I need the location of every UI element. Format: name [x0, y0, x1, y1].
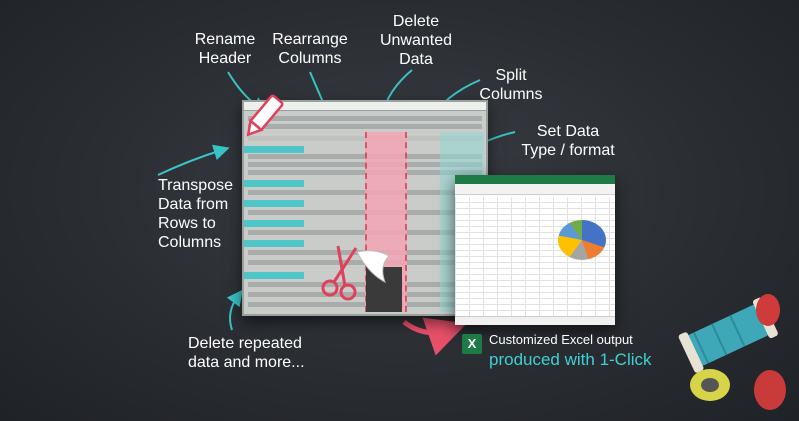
terminal-highlight-row [244, 220, 304, 227]
label-transpose-data: Transpose Data from Rows to Columns [158, 177, 233, 251]
terminal-row [248, 116, 482, 121]
label-rearrange-columns: Rearrange Columns [272, 31, 348, 67]
label-rename-header: Rename Header [194, 31, 256, 67]
peel-corner-icon [356, 250, 390, 284]
excel-titlebar [455, 175, 615, 184]
label-delete-repeated: Delete repeated data and more... [188, 335, 305, 371]
excel-ribbon [455, 184, 615, 195]
label-split-columns: Split Columns [479, 67, 543, 103]
cut-out-block [366, 267, 402, 312]
terminal-highlight-row [244, 200, 304, 207]
terminal-report-screenshot [242, 100, 488, 316]
thread-spools-decoration [678, 294, 786, 410]
output-line-2: produced with 1-Click [489, 350, 652, 369]
excel-pie-chart [558, 220, 606, 260]
terminal-highlight-row [244, 272, 304, 279]
output-line-1: Customized Excel output [489, 332, 633, 347]
terminal-highlight-row [244, 180, 304, 187]
pencil-icon [246, 94, 284, 137]
terminal-highlight-row [244, 240, 304, 247]
excel-output-screenshot [455, 175, 615, 325]
excel-sheet-tabs [455, 316, 615, 325]
label-set-data-type: Set Data Type / format [521, 123, 615, 159]
scissors-icon [321, 245, 358, 301]
terminal-row [248, 124, 482, 129]
arrow-delete-repeated [226, 289, 243, 331]
terminal-highlight-row [244, 146, 304, 153]
terminal-titlebar [244, 102, 486, 111]
label-delete-unwanted-data: Delete Unwanted Data [379, 13, 453, 68]
arrow-to-excel [402, 317, 467, 356]
excel-icon: X [462, 334, 482, 354]
arrow-transpose [157, 144, 230, 176]
